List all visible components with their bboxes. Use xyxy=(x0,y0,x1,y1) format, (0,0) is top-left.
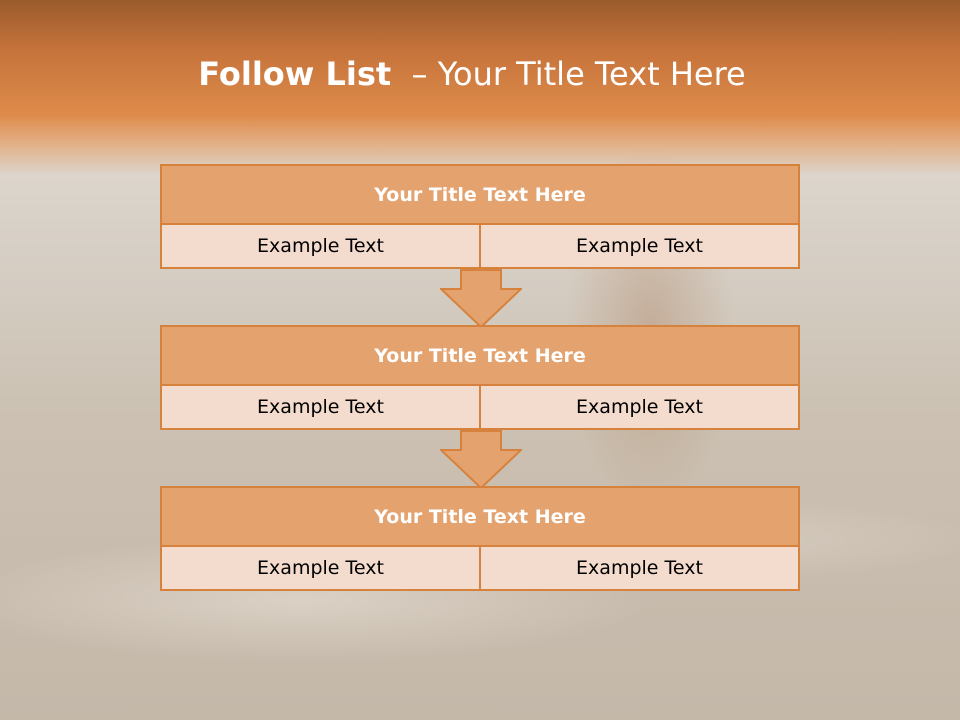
step-box-3: Your Title Text Here Example Text Exampl… xyxy=(160,486,800,591)
step-title-1: Your Title Text Here xyxy=(162,166,798,225)
slide-title-bold: Follow List xyxy=(198,55,392,93)
step-1-left-text: Example Text xyxy=(162,225,479,267)
step-1-right-text: Example Text xyxy=(479,225,798,267)
step-title-2: Your Title Text Here xyxy=(162,327,798,386)
step-3-right-text: Example Text xyxy=(479,547,798,589)
down-arrow-icon xyxy=(440,430,522,490)
step-2-left-text: Example Text xyxy=(162,386,479,428)
slide-title: Follow List – Your Title Text Here xyxy=(0,55,944,93)
step-title-3: Your Title Text Here xyxy=(162,488,798,547)
down-arrow-icon xyxy=(440,269,522,329)
step-2-right-text: Example Text xyxy=(479,386,798,428)
step-box-2: Your Title Text Here Example Text Exampl… xyxy=(160,325,800,430)
step-3-left-text: Example Text xyxy=(162,547,479,589)
step-box-1: Your Title Text Here Example Text Exampl… xyxy=(160,164,800,269)
slide-title-rest: – Your Title Text Here xyxy=(391,55,746,93)
